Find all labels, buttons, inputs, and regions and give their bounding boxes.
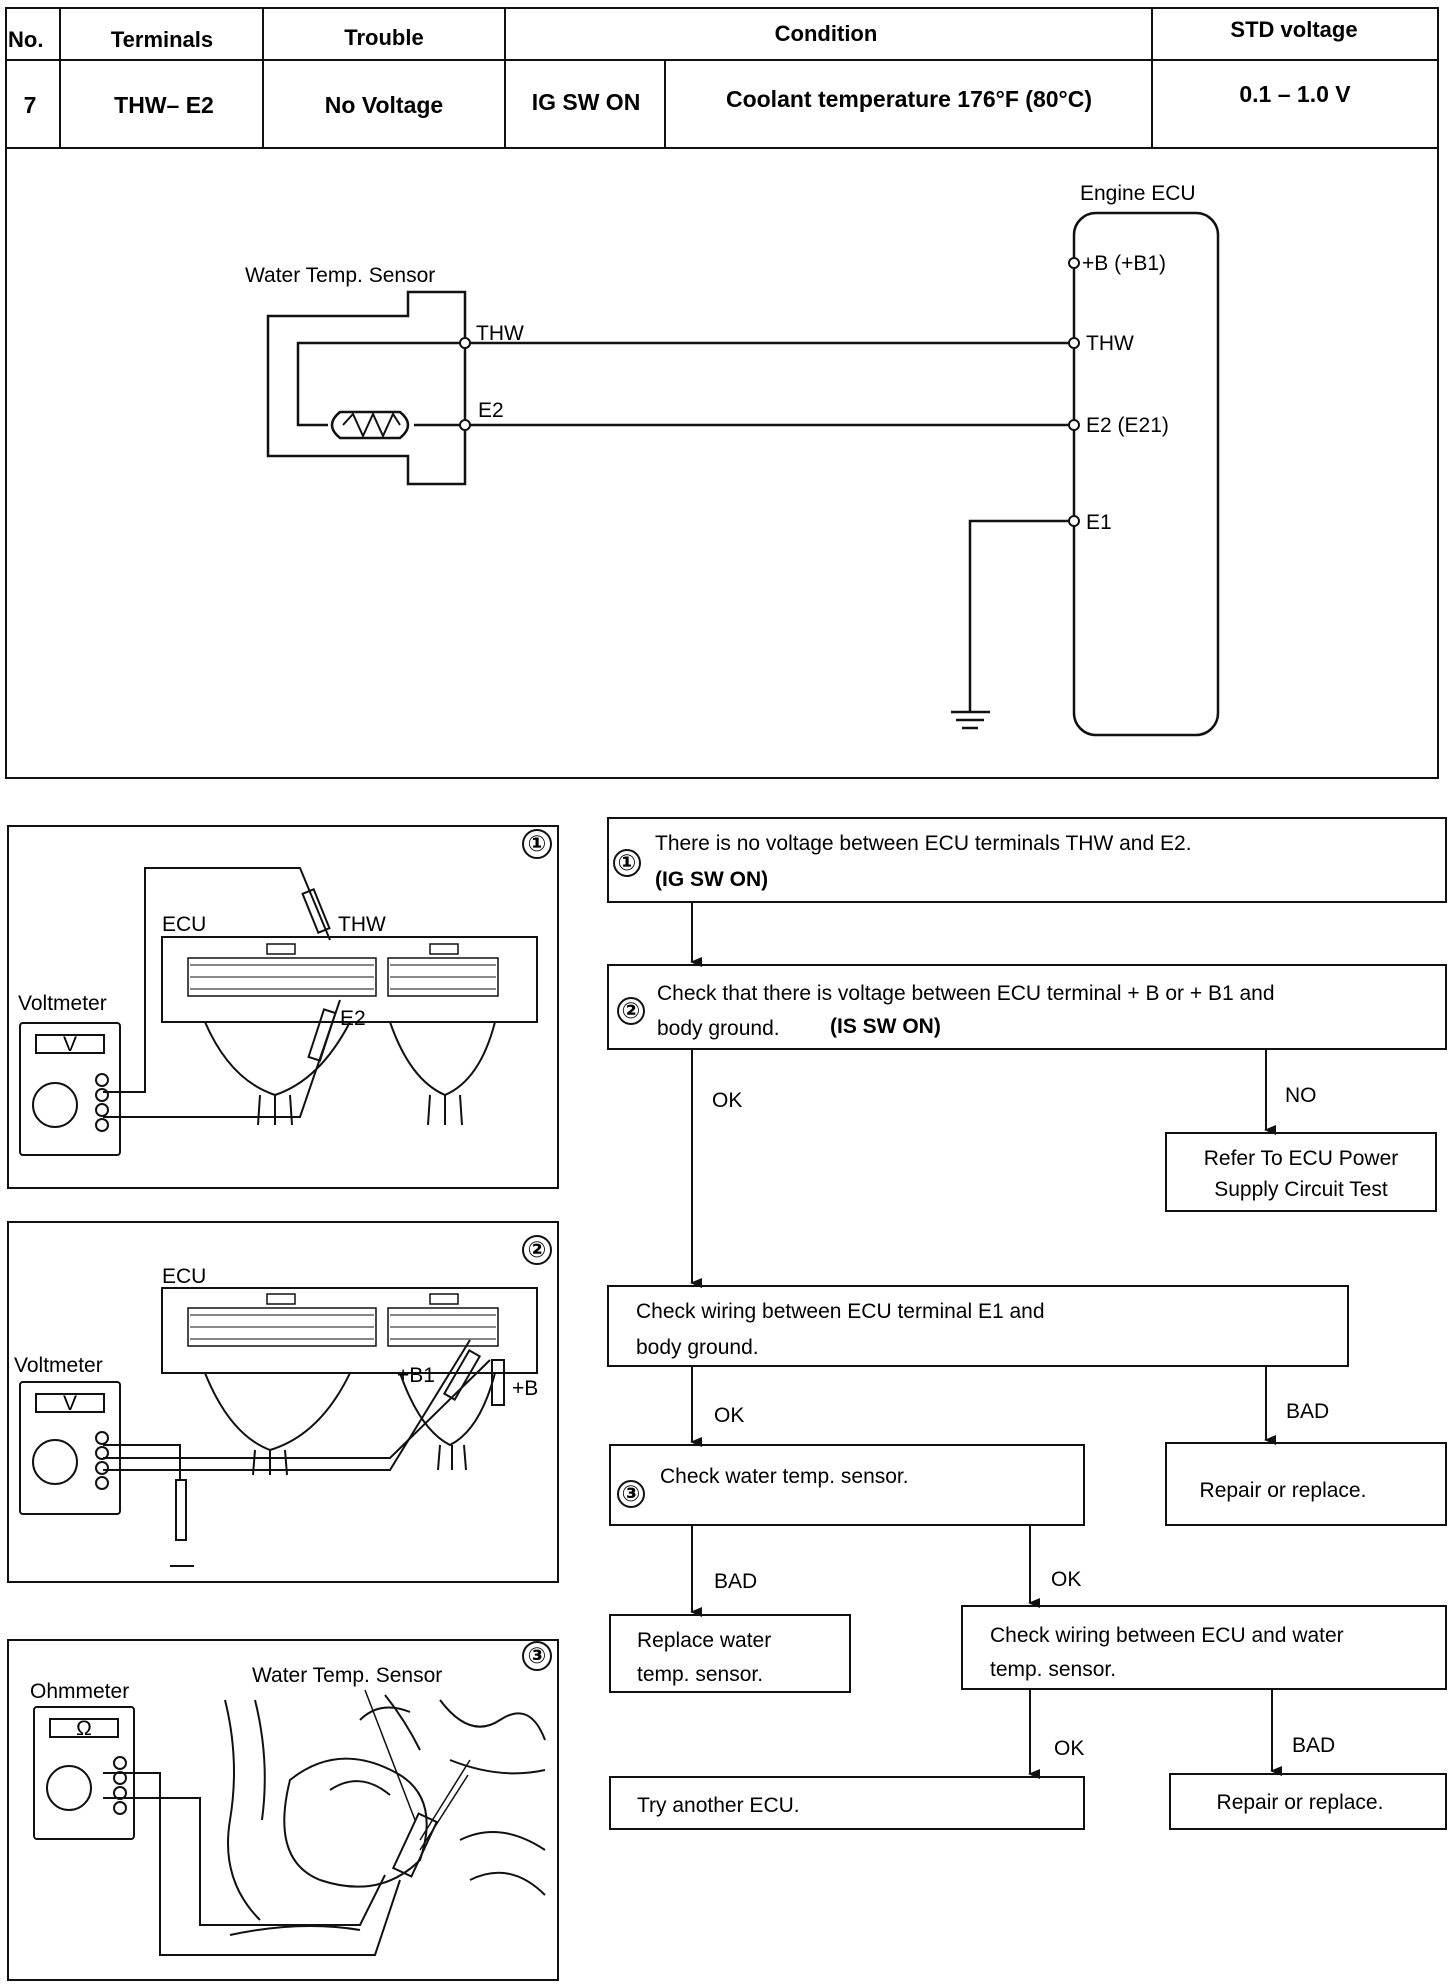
repair1-text: Repair or replace. [1200, 1479, 1367, 1502]
check-wiring-line1: Check wiring between ECU and water [990, 1624, 1344, 1647]
ecu-pin-e2: E2 (E21) [1086, 414, 1169, 437]
check-e1-box [607, 1285, 1349, 1367]
panel1-meter-label: Voltmeter [18, 992, 107, 1015]
panel3-sensor-label: Water Temp. Sensor [252, 1664, 442, 1687]
voltmeter-2 [19, 1381, 121, 1515]
header-trouble: Trouble [344, 25, 423, 50]
panel3-num: ③ [528, 1643, 547, 1668]
label-ok-2: OK [714, 1404, 744, 1427]
repair2-box [1169, 1773, 1447, 1830]
cell-terminals: THW– E2 [114, 92, 214, 118]
replace-line1: Replace water [637, 1629, 771, 1652]
panel1-num: ① [528, 831, 547, 856]
label-bad-2: BAD [714, 1570, 757, 1593]
panel2-meter-label: Voltmeter [14, 1354, 103, 1377]
refer-line2: Supply Circuit Test [1214, 1178, 1388, 1201]
panel3-meter-face: Ω [76, 1717, 92, 1740]
circuit-diagram [266, 211, 1220, 737]
label-ok-4: OK [1054, 1737, 1084, 1760]
repair1-box [1165, 1442, 1447, 1526]
step2-line2b: (IS SW ON) [830, 1015, 941, 1038]
label-ok-3: OK [1051, 1568, 1081, 1591]
thermistor-symbol [330, 410, 410, 440]
sensor-thw-label: THW [476, 322, 524, 345]
check-e1-line2: body ground. [636, 1336, 759, 1359]
flowchart-boxes [607, 817, 1447, 1830]
label-bad-3: BAD [1292, 1734, 1335, 1757]
step2-line2a: body ground. [657, 1017, 780, 1040]
step1-line1: There is no voltage between ECU terminal… [655, 832, 1192, 855]
cell-trouble: No Voltage [325, 92, 443, 118]
header-terminals: Terminals [111, 27, 213, 52]
header-condition: Condition [775, 21, 878, 46]
label-ok-1: OK [712, 1089, 742, 1112]
engine-ecu-box [1072, 211, 1220, 737]
check-wiring-line2: temp. sensor. [990, 1658, 1116, 1681]
panel2-ecu-label: ECU [162, 1265, 206, 1288]
refer-box [1165, 1132, 1437, 1212]
step2-box [607, 964, 1447, 1050]
step1-num: ① [618, 850, 637, 875]
panel2-num: ② [528, 1237, 547, 1262]
step3-box [609, 1444, 1085, 1526]
flowchart-step-circles [613, 849, 645, 1508]
header-std-voltage: STD voltage [1230, 17, 1357, 42]
sensor-e2-label: E2 [478, 399, 504, 422]
replace-line2: temp. sensor. [637, 1663, 763, 1686]
try-ecu-box [609, 1776, 1085, 1830]
sensor-title: Water Temp. Sensor [245, 264, 435, 287]
ecu-title: Engine ECU [1080, 182, 1196, 205]
step3-num: ③ [622, 1481, 641, 1506]
check-wiring-box [961, 1605, 1447, 1690]
label-no: NO [1285, 1084, 1317, 1107]
illustration-panel-1 [7, 825, 559, 1189]
cell-no: 7 [24, 92, 37, 118]
panel2-b-label: +B [512, 1377, 538, 1400]
step3-line1: Check water temp. sensor. [660, 1465, 909, 1488]
panel1-meter-face: V [63, 1033, 77, 1056]
refer-line1: Refer To ECU Power [1204, 1147, 1399, 1170]
ecu-pin-thw: THW [1086, 332, 1134, 355]
water-temp-sensor-body [266, 290, 467, 486]
step2-num: ② [622, 998, 641, 1023]
illustration-panel-2 [7, 1221, 559, 1583]
repair2-text: Repair or replace. [1217, 1791, 1384, 1814]
replace-box [609, 1614, 851, 1693]
cell-condition-sw: IG SW ON [532, 89, 641, 115]
header-no: No. [8, 27, 43, 52]
ecu-pin-e1: E1 [1086, 511, 1112, 534]
spec-table [5, 7, 1439, 779]
ecu-pin-b: +B (+B1) [1082, 252, 1166, 275]
illustration-panel-3 [7, 1639, 559, 1981]
cell-condition-temp: Coolant temperature 176°F (80°C) [726, 86, 1092, 112]
panel1-thw-label: THW [338, 913, 386, 936]
try-ecu-text: Try another ECU. [637, 1794, 800, 1817]
panel2-meter-face: V [63, 1392, 77, 1415]
panel3-meter-label: Ohmmeter [30, 1680, 129, 1703]
label-bad-1: BAD [1286, 1400, 1329, 1423]
flowchart-arrows [690, 902, 1282, 1779]
circuit-terminals [459, 257, 1080, 527]
step2-line1: Check that there is voltage between ECU … [657, 982, 1275, 1005]
cell-std-voltage: 0.1 – 1.0 V [1239, 81, 1351, 107]
ohmmeter [33, 1706, 135, 1840]
voltmeter-1 [19, 1022, 121, 1156]
panel1-e2-label: E2 [340, 1007, 366, 1030]
panel1-ecu-label: ECU [162, 913, 206, 936]
panel2-b1-label: +B1 [397, 1364, 435, 1387]
step1-line2: (IG SW ON) [655, 868, 768, 891]
step1-box [607, 817, 1447, 903]
check-e1-line1: Check wiring between ECU terminal E1 and [636, 1300, 1045, 1323]
